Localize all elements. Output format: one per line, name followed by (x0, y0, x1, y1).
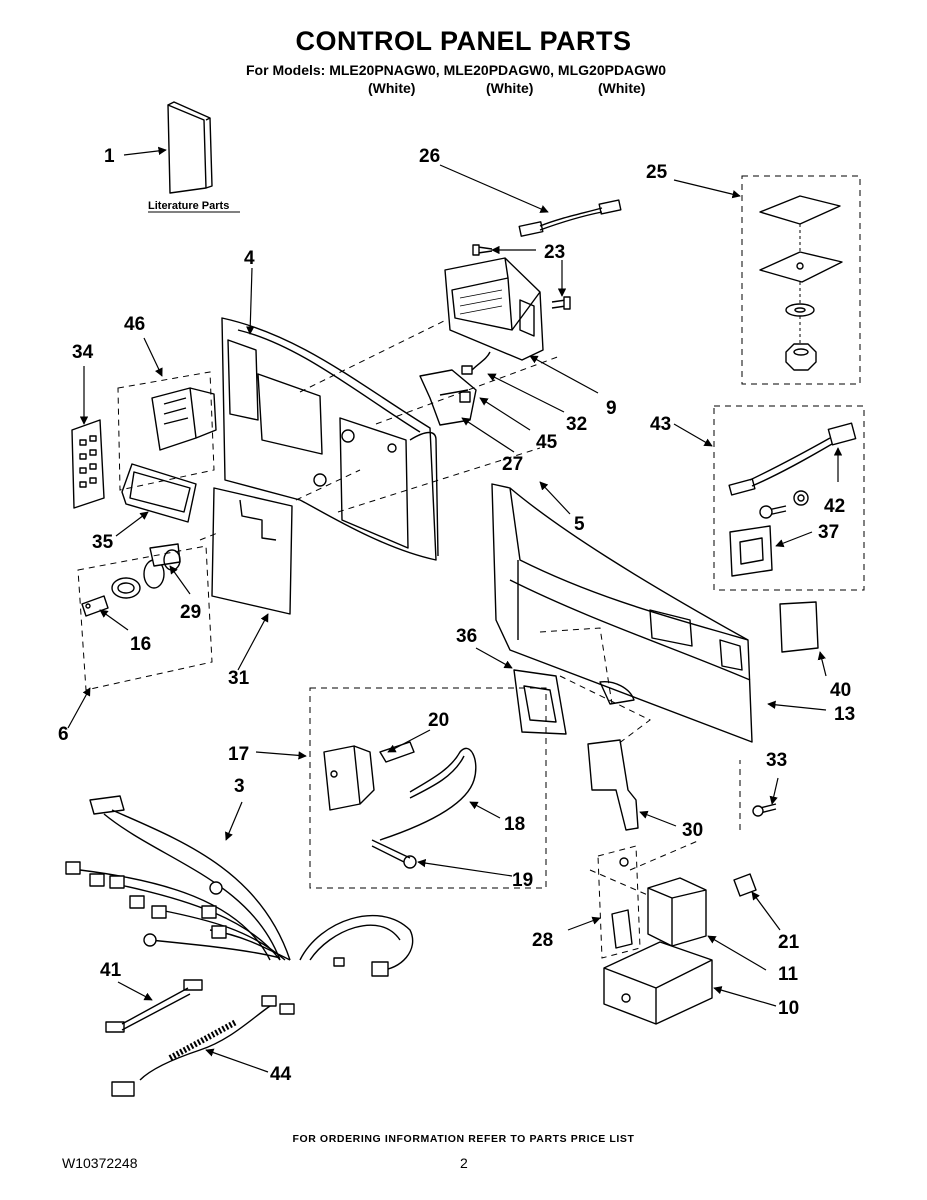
callout-19: 19 (512, 870, 533, 891)
callout-40: 40 (830, 680, 851, 701)
callout-20: 20 (428, 710, 449, 731)
callout-3: 3 (234, 776, 245, 797)
callout-30: 30 (682, 820, 703, 841)
harness-44 (111, 995, 295, 1097)
lock-bracket-29 (149, 543, 181, 571)
model-variant-1: (White) (368, 80, 416, 96)
callout-4: 4 (244, 248, 255, 269)
switch-37 (729, 525, 773, 577)
group-box-46 (117, 371, 215, 491)
doc-number: W10372248 (62, 1155, 138, 1171)
box-10 (603, 941, 713, 1025)
bracket-46 (151, 387, 217, 451)
callout-41: 41 (100, 960, 122, 981)
callout-16: 16 (130, 634, 151, 655)
bracket-28 (611, 857, 633, 949)
callout-45: 45 (536, 432, 558, 453)
kit-25-plate-2 (759, 251, 843, 283)
keypad-overlay-34 (71, 419, 105, 509)
literature-label: Literature Parts (148, 200, 229, 212)
callout-23: 23 (544, 242, 565, 263)
callout-31: 31 (228, 668, 250, 689)
callout-11: 11 (778, 964, 799, 985)
callout-32: 32 (566, 414, 587, 435)
callout-44: 44 (270, 1064, 292, 1085)
callout-21: 21 (778, 932, 800, 953)
page-number: 2 (460, 1155, 468, 1171)
kit-25-washer (785, 303, 815, 317)
insulation-31 (211, 487, 293, 615)
callout-9: 9 (606, 398, 617, 419)
connector-21 (733, 873, 757, 897)
callout-13: 13 (834, 704, 855, 725)
literature-book (167, 101, 213, 194)
wiring-harness-3 (65, 795, 414, 977)
screw-43 (759, 505, 787, 519)
callout-1: 1 (104, 146, 115, 167)
group-box-43 (713, 405, 865, 591)
group-box-17 (309, 687, 547, 889)
display-housing-35 (121, 463, 197, 523)
model-variant-2: (White) (486, 80, 534, 96)
wire-harness-26 (518, 199, 622, 237)
callout-5: 5 (574, 514, 585, 535)
callout-18: 18 (504, 814, 525, 835)
page-title: CONTROL PANEL PARTS (295, 26, 632, 56)
callout-35: 35 (92, 532, 114, 553)
callout-27: 27 (502, 454, 523, 475)
bezel-36 (513, 669, 567, 735)
harness-32 (461, 351, 491, 375)
screw-23a (472, 244, 493, 256)
screw-33 (752, 803, 777, 817)
control-board-9 (444, 257, 544, 361)
sensor-20 (379, 741, 415, 763)
callout-29: 29 (180, 602, 201, 623)
callout-25: 25 (646, 162, 668, 183)
callout-43: 43 (650, 414, 671, 435)
callout-36: 36 (456, 626, 477, 647)
lock-cylinder-16 (81, 559, 165, 617)
group-box-6 (77, 545, 213, 691)
group-box-25 (741, 175, 861, 385)
wire-18 (379, 747, 477, 841)
harness-42 (728, 422, 857, 496)
thermistor-19 (371, 839, 417, 869)
card-40 (779, 601, 819, 653)
callout-6: 6 (58, 724, 69, 745)
models-line: For Models: MLE20PNAGW0, MLE20PDAGW0, ML… (246, 62, 667, 78)
console-frame-13 (491, 483, 753, 743)
callout-17: 17 (228, 744, 249, 765)
screw-23b (551, 296, 571, 310)
callout-46: 46 (124, 314, 145, 335)
bracket-30 (587, 739, 639, 831)
callout-34: 34 (72, 342, 94, 363)
grommet-43 (793, 490, 809, 506)
ordering-note: FOR ORDERING INFORMATION REFER TO PARTS … (292, 1133, 635, 1145)
jumper-41 (105, 979, 203, 1033)
kit-25-nut (785, 343, 817, 371)
model-variant-3: (White) (598, 80, 646, 96)
console-4 (221, 317, 439, 561)
callout-28: 28 (532, 930, 553, 951)
callout-33: 33 (766, 750, 787, 771)
callout-26: 26 (419, 146, 440, 167)
module-11 (647, 877, 707, 947)
callout-10: 10 (778, 998, 799, 1019)
callout-37: 37 (818, 522, 839, 543)
bracket-27 (419, 369, 477, 426)
sensor-bracket-17 (323, 745, 375, 811)
callout-42: 42 (824, 496, 845, 517)
kit-25-plate-1 (759, 195, 841, 225)
